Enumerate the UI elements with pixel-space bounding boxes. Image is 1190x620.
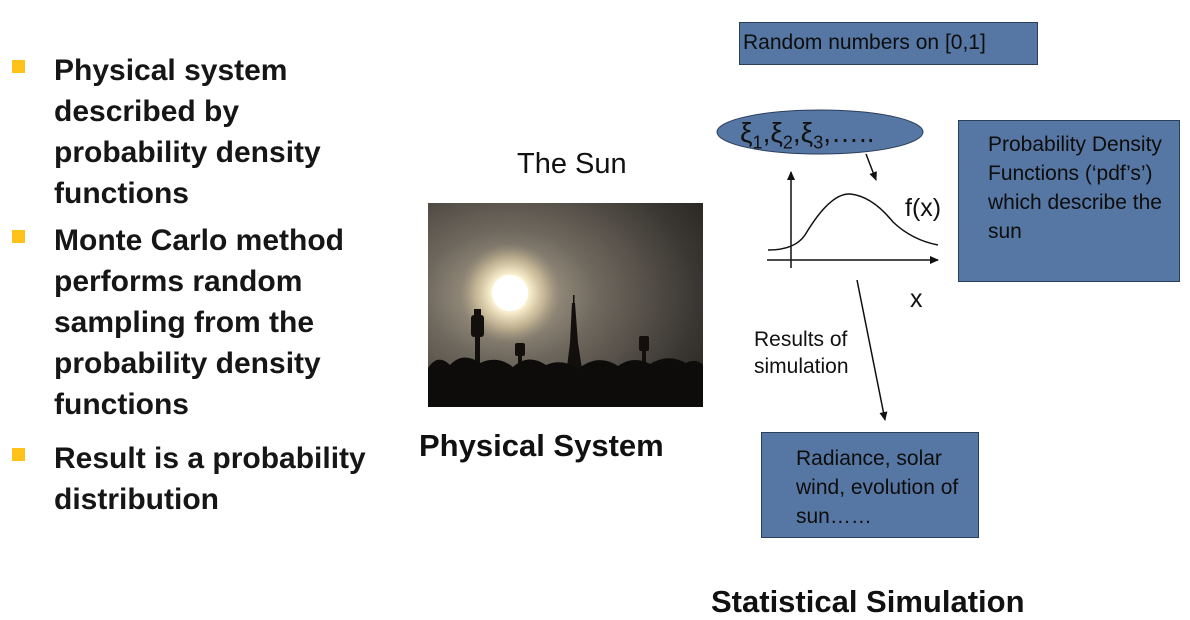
sample-arrow (865, 153, 877, 181)
bullet-marker (12, 230, 25, 243)
pdf-curve (767, 193, 939, 251)
random-numbers-box: Random numbers on [0,1] (739, 22, 1038, 65)
statistical-simulation-title: Statistical Simulation (711, 584, 1025, 619)
bullet-text: Monte Carlo method performs random sampl… (54, 224, 344, 421)
results-arrow (856, 279, 888, 421)
bullet-text: Physical system described by probability… (54, 54, 321, 210)
bullet-text: Result is a probability distribution (54, 442, 366, 516)
fx-label: f(x) (905, 194, 942, 222)
physical-system-title: Physical System (419, 428, 664, 463)
bullet-marker (12, 60, 25, 73)
sun-label: The Sun (517, 148, 627, 180)
random-sequence-ellipse (716, 109, 924, 155)
random-sequence-text: ξ1,ξ2,ξ3,….. (740, 117, 875, 153)
random-sequence-label: ξ1,ξ2,ξ3,….. (740, 117, 875, 154)
x-label: x (910, 285, 923, 313)
pdf-box: Probability Density Functions (‘pdf’s’) … (958, 120, 1180, 282)
sun-photo (428, 203, 703, 407)
results-label: Results of simulation (754, 328, 849, 378)
results-box: Radiance, solar wind, evolution of sun…… (761, 432, 979, 538)
bullet-marker (12, 448, 25, 461)
